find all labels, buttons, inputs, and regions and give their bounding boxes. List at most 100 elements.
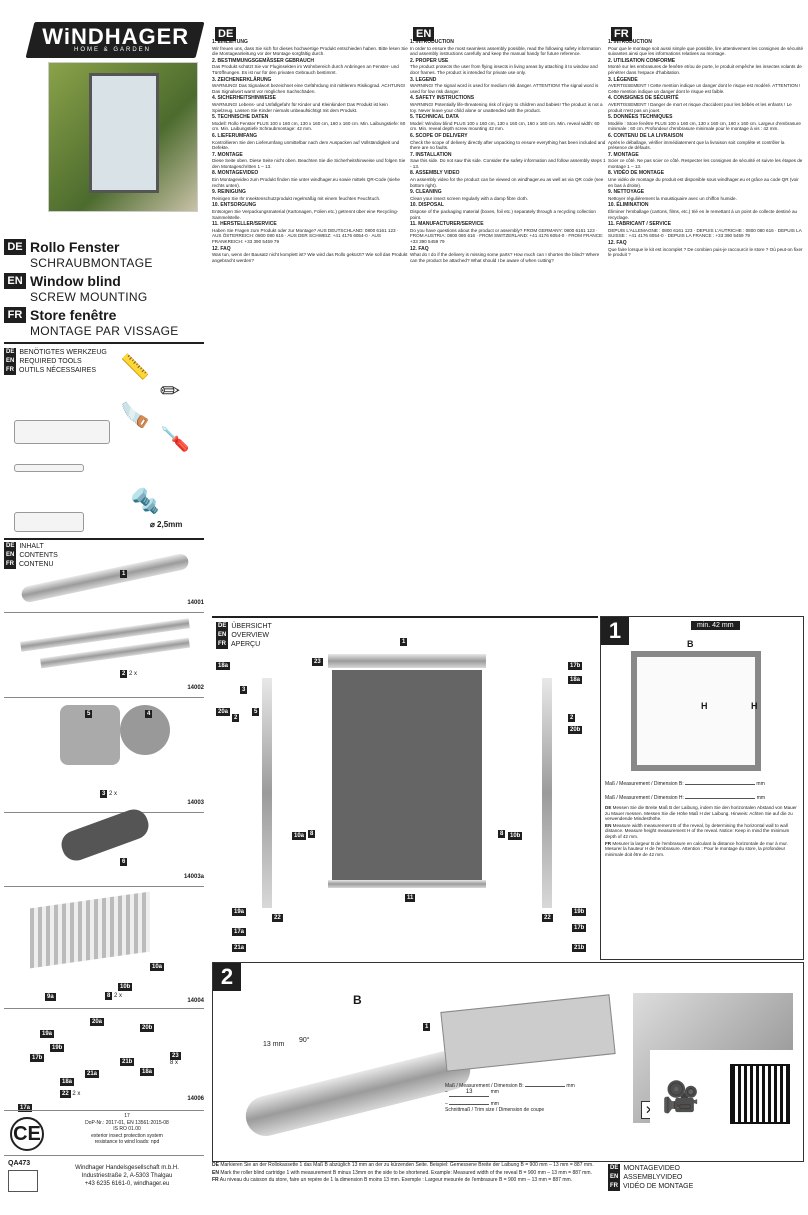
- side-rail-right: [542, 678, 552, 908]
- section-text: WARNUNG! Lebens- und Unfallgefahr für Ki…: [212, 101, 388, 113]
- part-label: 10b: [118, 983, 133, 991]
- section-heading: 7. MONTAGE: [608, 151, 639, 158]
- section-heading: 2. BESTIMMUNGSGEMÄSSER GEBRAUCH: [212, 57, 314, 64]
- video-section: 🎥: [650, 1050, 800, 1160]
- section-text: Wir freuen uns, dass Sie sich für dieses…: [212, 45, 408, 57]
- section-text: Clean your insect screen regularly with …: [410, 195, 528, 201]
- cut-calc: Maß / Measurement / Dimension B: mm – 13…: [445, 1079, 605, 1113]
- section-text: Was tun, wenn der Bausatz nicht komplett…: [212, 252, 408, 263]
- product-subtitle-fr: MONTAGE PAR VISSAGE: [30, 324, 179, 338]
- section-heading: 5. TECHNISCHE DATEN: [212, 114, 269, 121]
- section-heading: 9. NETTOYAGE: [608, 189, 645, 196]
- part-code: 14006: [187, 1096, 204, 1102]
- miter-box-icon: [14, 512, 84, 532]
- section-heading: 10. ENTSORGUNG: [212, 202, 257, 209]
- part-screen: [30, 891, 150, 969]
- product-subtitle-en: SCREW MOUNTING: [30, 290, 148, 304]
- divider: [4, 538, 204, 540]
- part-label: 4: [145, 710, 153, 718]
- divider: [4, 812, 204, 813]
- section-heading: 9. REINIGUNG: [212, 189, 246, 196]
- min-depth-label: min. 42 mm: [691, 621, 740, 630]
- part-label: 1: [120, 570, 128, 578]
- product-title-fr: Store fenêtre: [30, 307, 117, 323]
- section-heading: 7. INSTALLATION: [410, 151, 452, 158]
- certification: CE 17 DoP-Nr.: 2017-01, EN 13561:2015-08…: [4, 1110, 204, 1151]
- saw-icon: 🪚: [120, 402, 150, 429]
- section-heading: 4. SICHERHEITSHINWEISE: [212, 95, 276, 102]
- section-text: Reinigen Sie Ihr Insektenschutzprodukt r…: [212, 195, 381, 201]
- section-heading: 3. LÉGENDE: [608, 76, 638, 83]
- section-text: WARNUNG! Das Signalwort bezeichnet eine …: [212, 83, 406, 94]
- part-label: 6: [120, 858, 128, 866]
- qr-code[interactable]: [730, 1064, 790, 1124]
- measure-fields: Maß / Measurement / Dimension B: mm Maß …: [605, 777, 801, 801]
- section-text: Nettoyer régulièrement la moustiquaire a…: [608, 195, 737, 201]
- section-text: Pour que le montage soit aussi simple qu…: [608, 45, 804, 57]
- section-heading: 8. VIDÉO DE MONTAGE: [608, 170, 665, 177]
- part-label: 2 2 x: [120, 670, 138, 678]
- section-heading: 5. TECHNICAL DATA: [410, 114, 459, 121]
- step-1-text: DE Messen Sie die Breite Maß B der Laibu…: [605, 805, 797, 857]
- small-parts: 19a 20a 20b 19b 17b 21b 21a 18a 18a 23 8…: [30, 1018, 181, 1086]
- ce-mark: CE: [10, 1117, 44, 1151]
- manual-icon: [8, 1170, 38, 1192]
- section-text: Entsorgen Sie Verpackungsmaterial (Karto…: [212, 209, 399, 220]
- file-icon: [14, 464, 84, 472]
- section-heading: 2. PROPER USE: [410, 57, 449, 64]
- lang-badge-fr: FR: [611, 24, 632, 42]
- section-heading: 6. SCOPE OF DELIVERY: [410, 132, 468, 139]
- product-photo: [48, 62, 198, 212]
- drill-size: ⌀ 2,5mm: [150, 520, 183, 529]
- section-text: Modell: Rollo Fenster PLUS 100 x 160 cm,…: [212, 120, 406, 132]
- section-text: AVERTISSEMENT ! Danger de mort et risque…: [608, 101, 792, 113]
- bottom-bar: [328, 880, 486, 888]
- part-label: 22 2 x: [60, 1090, 81, 1098]
- section-heading: 2. UTILISATION CONFORME: [608, 57, 676, 64]
- part-code: 14002: [187, 685, 204, 691]
- drill-icon: 🔩: [130, 488, 160, 515]
- section-heading: 8. MONTAGEVIDEO: [212, 170, 259, 177]
- section-heading: 3. ZEICHENERKLÄRUNG: [212, 76, 272, 83]
- section-text: Une vidéo de montage du produit est disp…: [608, 177, 799, 188]
- section-heading: 7. MONTAGE: [212, 151, 243, 158]
- divider: [4, 612, 204, 613]
- lang-badge-de: DE: [215, 24, 237, 42]
- section-text: Monté sur les embrasures de fenêtre et/o…: [608, 64, 802, 75]
- brand-tagline: HOME & GARDEN: [73, 47, 152, 53]
- section-text: WARNING! The signal word is used for med…: [410, 83, 599, 94]
- part-handle: [57, 805, 153, 865]
- section-text: DEPUIS L'ALLEMAGNE : 0800 6161 123 · DEP…: [608, 227, 802, 239]
- tape-measure-icon: 📏: [120, 354, 150, 381]
- section-text: In order to ensure the most seamless ass…: [410, 45, 601, 57]
- section-text: Que faire lorsque le kit est incomplet ?…: [608, 246, 803, 258]
- section-heading: 12. FAQ: [212, 245, 231, 252]
- cassette: [328, 654, 486, 668]
- section-heading: 4. CONSIGNES DE SÉCURITÉ: [608, 95, 679, 102]
- section-heading: 12. FAQ: [410, 245, 429, 252]
- part-label: 5: [85, 710, 93, 718]
- section-heading: 1. EINLEITUNG: [212, 39, 248, 45]
- product-title-en: Window blind: [30, 273, 121, 289]
- part-code: 14003: [187, 800, 204, 806]
- section-heading: 11. HERSTELLER/SERVICE: [212, 221, 277, 228]
- section-text: Dispose of the packaging material (boxes…: [410, 209, 596, 220]
- section-heading: 11. MANUFACTURER/SERVICE: [410, 221, 484, 228]
- part-label: 3 2 x: [100, 790, 118, 798]
- part-code: 14004: [187, 998, 204, 1004]
- section-heading: 9. CLEANING: [410, 189, 442, 196]
- section-heading: 10. DISPOSAL: [410, 202, 444, 209]
- tools-illustration: 📏 ✏ 🪚 🪛: [120, 356, 206, 506]
- brand-logo: WiNDHAGER HOME & GARDEN: [25, 22, 205, 58]
- section-text: Do you have questions about the product …: [410, 227, 604, 244]
- section-text: Scier ce côté. Ne pas scier ce côté. Res…: [608, 158, 803, 169]
- section-heading: 4. SAFETY INSTRUCTIONS: [410, 95, 475, 102]
- section-text: An assembly video for the product can be…: [410, 177, 604, 188]
- screwdriver-icon: 🪛: [160, 426, 190, 453]
- section-text: AVERTISSEMENT ! Cette mention indique un…: [608, 83, 801, 94]
- video-camera-icon: 🎥: [662, 1081, 700, 1114]
- screen-mesh: [332, 670, 482, 880]
